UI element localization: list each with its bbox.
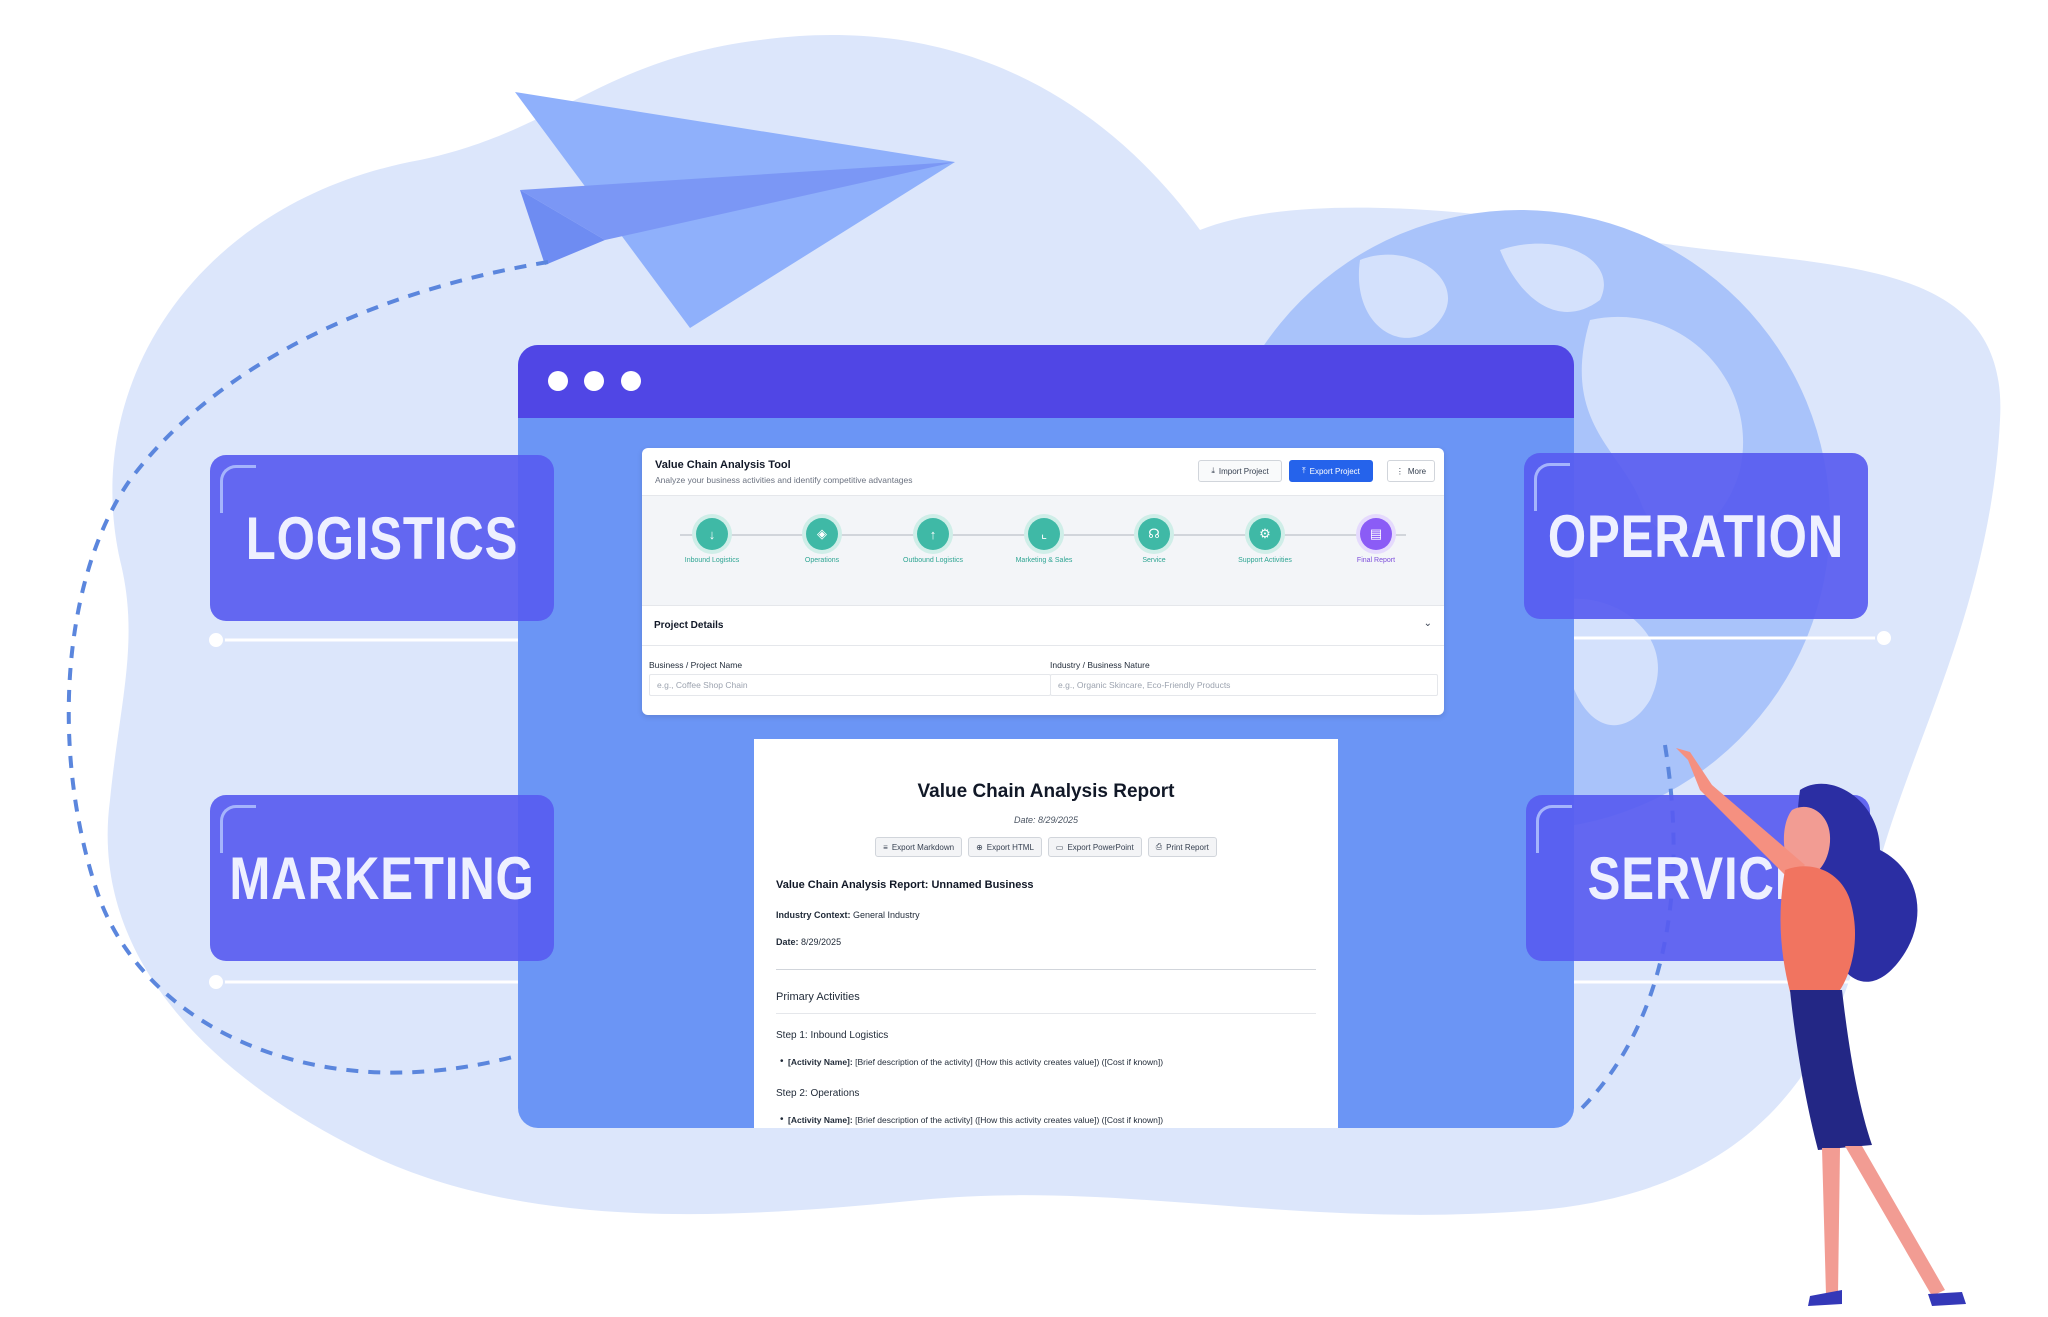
- app-subtitle: Analyze your business activities and ide…: [655, 475, 913, 485]
- project-details-title: Project Details: [654, 620, 724, 631]
- step-inbound-logistics[interactable]: ↓ Inbound Logistics: [677, 518, 747, 565]
- project-details-header[interactable]: Project Details ⌄: [642, 606, 1444, 646]
- window-dot-3: [621, 371, 641, 391]
- report-date: Date: 8/29/2025: [1013, 815, 1079, 825]
- paper-plane-wing: [520, 162, 955, 240]
- menu-lines-icon: ≡: [883, 842, 888, 852]
- process-stepper: ↓ Inbound Logistics ◈ Operations ↑ Outbo…: [642, 496, 1444, 606]
- step2-heading: Step 2: Operations: [776, 1088, 860, 1099]
- raised-arm: [1676, 748, 1805, 880]
- step-service[interactable]: ☊ Service: [1119, 518, 1189, 565]
- step-support-activities[interactable]: ⚙ Support Activities: [1230, 518, 1300, 565]
- step-final-report[interactable]: ▤ Final Report: [1341, 518, 1411, 565]
- primary-activities-heading: Primary Activities: [776, 991, 860, 1003]
- step-outbound-logistics[interactable]: ↑ Outbound Logistics: [898, 518, 968, 565]
- window-dot-1: [548, 371, 568, 391]
- upload-icon: ⤒: [1302, 466, 1306, 475]
- callout-logistics: LOGISTICS: [210, 455, 554, 621]
- cube-icon: ◈: [806, 518, 838, 550]
- step1-heading: Step 1: Inbound Logistics: [776, 1030, 889, 1041]
- globe-icon: ⊕: [976, 842, 983, 852]
- paper-plane-fold: [520, 190, 605, 265]
- report-panel: Value Chain Analysis Report Date: 8/29/2…: [754, 739, 1338, 1128]
- skirt: [1790, 990, 1872, 1150]
- value-chain-app-card: Value Chain Analysis Tool Analyze your b…: [642, 448, 1444, 715]
- industry-label: Industry / Business Nature: [1050, 660, 1150, 670]
- app-header: Value Chain Analysis Tool Analyze your b…: [642, 448, 1444, 496]
- more-vertical-icon: ⋮: [1395, 466, 1404, 476]
- window-dot-2: [584, 371, 604, 391]
- chart-icon: ⌞: [1028, 518, 1060, 550]
- document-icon: ▤: [1360, 518, 1392, 550]
- callout-operation: OPERATION: [1524, 453, 1868, 619]
- report-divider: [776, 969, 1316, 970]
- industry-context: Industry Context: General Industry: [776, 910, 920, 920]
- shoes: [1808, 1290, 1966, 1306]
- export-html-button[interactable]: ⊕ Export HTML: [968, 837, 1042, 857]
- step-operations[interactable]: ◈ Operations: [787, 518, 857, 565]
- dashed-flight-path: [66, 260, 549, 1075]
- report-date-line: Date: 8/29/2025: [776, 937, 842, 947]
- callout-marketing: MARKETING: [210, 795, 554, 961]
- report-heading: Value Chain Analysis Report: Unnamed Bus…: [776, 879, 1034, 891]
- settings-icon: ⚙: [1249, 518, 1281, 550]
- globe-continent: [1358, 243, 1744, 726]
- list-item: [Activity Name]: [Brief description of t…: [780, 1114, 1163, 1125]
- report-title: Value Chain Analysis Report: [917, 781, 1175, 802]
- browser-title-bar: [518, 345, 1574, 418]
- business-name-input[interactable]: e.g., Coffee Shop Chain: [649, 674, 1051, 696]
- legs: [1822, 1146, 1945, 1296]
- arrow-down-icon: ↓: [696, 518, 728, 550]
- headset-icon: ☊: [1138, 518, 1170, 550]
- monitor-icon: ▭: [1055, 842, 1064, 852]
- app-title: Value Chain Analysis Tool: [655, 459, 791, 471]
- business-name-label: Business / Project Name: [649, 660, 743, 670]
- industry-input[interactable]: e.g., Organic Skincare, Eco-Friendly Pro…: [1050, 674, 1438, 696]
- torso: [1780, 866, 1856, 992]
- more-button[interactable]: ⋮ More: [1387, 460, 1435, 482]
- export-powerpoint-button[interactable]: ▭ Export PowerPoint: [1047, 837, 1142, 857]
- export-project-button[interactable]: ⤒ Export Project: [1289, 460, 1373, 482]
- import-project-button[interactable]: ⤓ Import Project: [1198, 460, 1282, 482]
- print-report-button[interactable]: ⎙ Print Report: [1147, 837, 1217, 857]
- download-icon: ⤓: [1211, 466, 1215, 475]
- arrow-up-icon: ↑: [917, 518, 949, 550]
- printer-icon: ⎙: [1155, 842, 1163, 851]
- report-export-toolbar: ≡ Export Markdown ⊕ Export HTML ▭ Export…: [754, 837, 1338, 857]
- chevron-down-icon: ⌄: [1423, 618, 1432, 629]
- list-item: [Activity Name]: [Brief description of t…: [780, 1056, 1163, 1067]
- export-markdown-button[interactable]: ≡ Export Markdown: [875, 837, 963, 857]
- step-marketing-sales[interactable]: ⌞ Marketing & Sales: [1009, 518, 1079, 565]
- section-divider: [776, 1013, 1316, 1014]
